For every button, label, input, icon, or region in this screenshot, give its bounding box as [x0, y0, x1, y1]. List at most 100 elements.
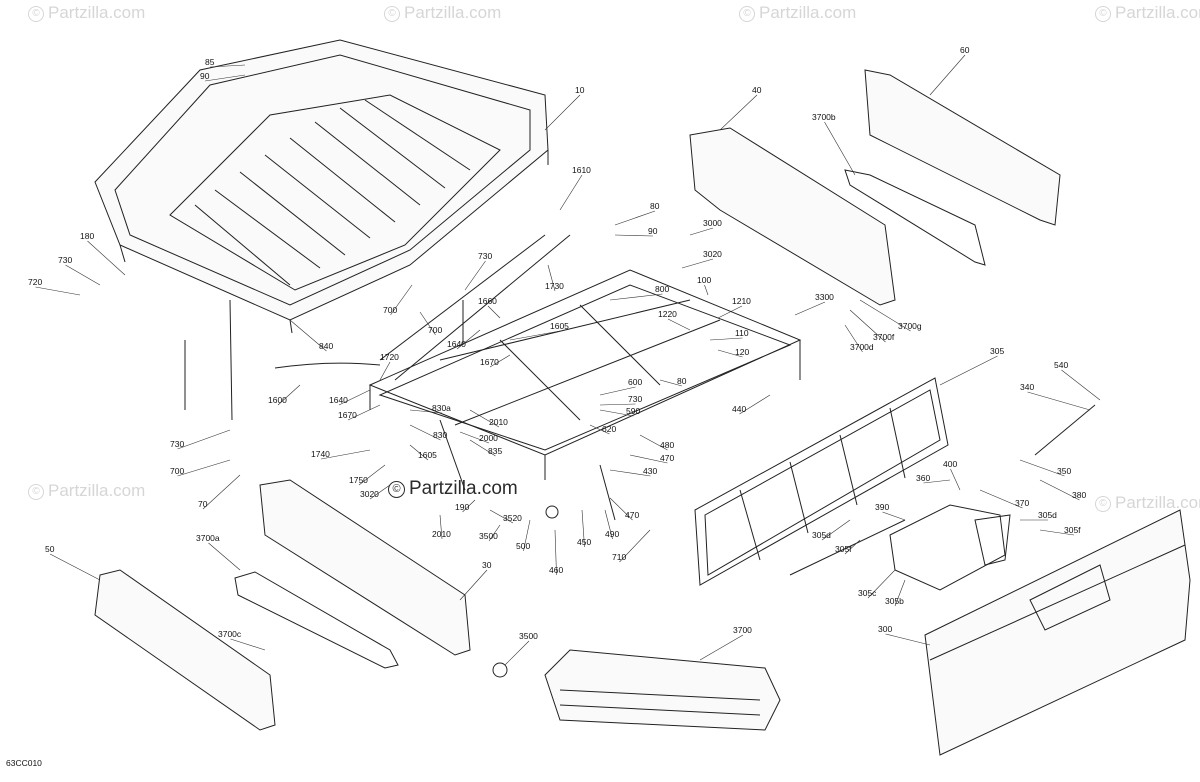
part-number-label: 730 [58, 255, 73, 265]
leader-line [667, 318, 691, 331]
leader-line [939, 355, 998, 386]
latch-assembly-part [889, 504, 1011, 591]
part-number-label: 1740 [311, 449, 330, 459]
leader-line [347, 404, 381, 421]
part-number-label: 1600 [268, 395, 287, 405]
part-number-label: 500 [516, 541, 531, 551]
part-number-label: 40 [752, 85, 762, 95]
part-number-label: 3700d [850, 342, 874, 352]
leader-line [629, 454, 668, 464]
part-number-label: 180 [80, 231, 95, 241]
part-number-label: 90 [648, 226, 658, 236]
diagram-code: 63CC010 [6, 758, 42, 768]
leader-line [369, 484, 391, 500]
leader-line [459, 569, 488, 601]
part-number-label: 2010 [489, 417, 508, 427]
part-number-label: 3700g [898, 321, 922, 331]
part-number-label: 350 [1057, 466, 1072, 476]
leader-line [581, 509, 585, 548]
watermark: ©Partzilla.com [1095, 493, 1200, 513]
leader-line [1027, 391, 1091, 411]
watermark: ©Partzilla.com [384, 3, 501, 23]
part-number-label: 830 [433, 430, 448, 440]
part-number-label: 1640 [329, 395, 348, 405]
part-number-label: 800 [655, 284, 670, 294]
part-number-label: 600 [628, 377, 643, 387]
part-number-label: 3520 [503, 513, 522, 523]
leader-line [390, 284, 413, 316]
leader-line [1061, 369, 1101, 401]
part-number-label: 1660 [478, 296, 497, 306]
leader-line [599, 386, 636, 396]
part-number-label: 490 [605, 529, 620, 539]
leader-line [614, 234, 654, 237]
part-number-label: 1640 [447, 339, 466, 349]
part-number-label: 3700f [873, 332, 895, 342]
leader-line [821, 519, 851, 541]
leader-line [794, 301, 826, 316]
leader-line [439, 514, 443, 540]
part-number-label: 390 [875, 502, 890, 512]
leader-line [509, 330, 561, 341]
leader-line [462, 499, 476, 513]
leader-line [1039, 479, 1080, 501]
cargo-box-part [94, 39, 549, 334]
leader-line [1039, 529, 1075, 536]
leader-line [894, 579, 906, 607]
leader-line [559, 174, 583, 211]
leader-line [859, 299, 911, 332]
leader-line [379, 361, 391, 381]
watermark: ©Partzilla.com [28, 3, 145, 23]
leader-line [950, 468, 961, 491]
part-number-label: 10 [575, 85, 585, 95]
part-number-label: 305f [835, 544, 852, 554]
tailgate-outer-part [924, 509, 1191, 756]
part-number-label: 1670 [338, 410, 357, 420]
part-number-label: 300 [878, 624, 893, 634]
part-number-label: 70 [198, 499, 208, 509]
part-number-label: 440 [732, 404, 747, 414]
leader-line [277, 384, 301, 406]
leader-line [87, 240, 126, 276]
leader-line [65, 264, 101, 286]
part-number-label: 305c [858, 588, 877, 598]
copyright-icon: © [1095, 496, 1111, 512]
part-number-label: 3300 [815, 292, 834, 302]
leader-line [469, 409, 500, 428]
part-number-label: 3500 [479, 531, 498, 541]
watermark: ©Partzilla.com [739, 3, 856, 23]
part-number-label: 3700b [812, 112, 836, 122]
tailgate-inner-part [694, 377, 949, 586]
leader-line [599, 409, 634, 417]
part-number-label: 3020 [360, 489, 379, 499]
leader-line [464, 260, 486, 291]
part-number-label: 85 [205, 57, 215, 67]
front-panel-part [544, 649, 781, 731]
part-number-label: 120 [735, 347, 750, 357]
leader-line [719, 94, 758, 131]
side-panel-left-part [94, 479, 471, 731]
part-number-label: 90 [200, 71, 210, 81]
part-number-label: 3700 [733, 625, 752, 635]
leader-line [456, 329, 481, 350]
leader-line [209, 64, 246, 68]
leader-line [599, 403, 636, 406]
leader-line [409, 424, 441, 441]
leader-line [844, 539, 861, 555]
part-number-label: 480 [660, 440, 675, 450]
leader-line [882, 511, 906, 521]
part-number-label: 1670 [480, 357, 499, 367]
leader-line [204, 74, 246, 82]
leader-line [614, 210, 656, 226]
part-number-label: 370 [1015, 498, 1030, 508]
center-watermark: ©Partzilla.com [388, 478, 518, 500]
part-number-label: 305d [812, 530, 831, 540]
part-number-label: 1730 [545, 281, 564, 291]
part-number-label: 305b [885, 596, 904, 606]
part-number-label: 470 [625, 510, 640, 520]
part-number-label: 340 [1020, 382, 1035, 392]
leader-line [849, 309, 886, 343]
leader-line [717, 349, 743, 358]
leader-line [554, 529, 557, 576]
